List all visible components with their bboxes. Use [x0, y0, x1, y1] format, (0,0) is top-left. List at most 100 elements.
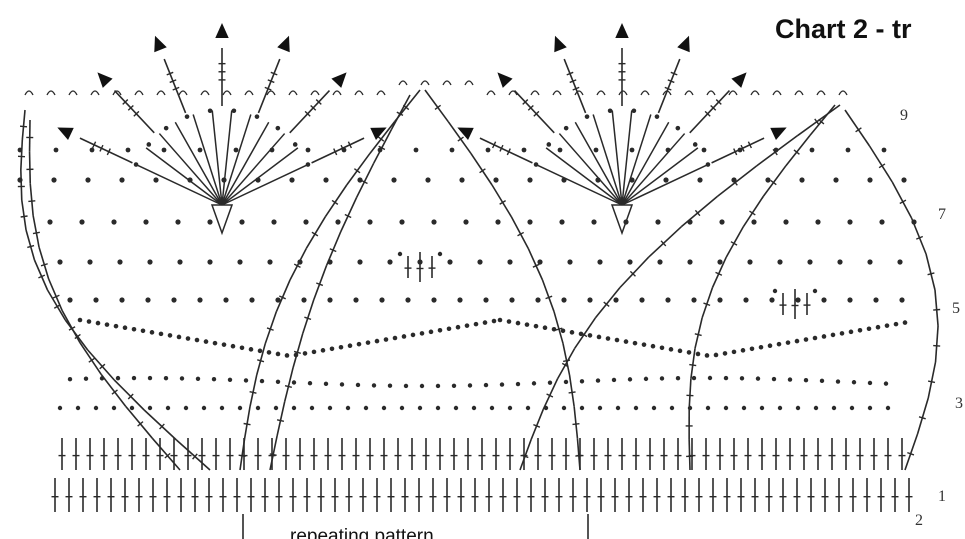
- picot-triangle: [554, 36, 566, 52]
- double-crochet-stitch: [928, 362, 935, 398]
- chain-dot: [868, 381, 872, 385]
- shell-fan-spoke: [136, 165, 222, 205]
- chain-dot: [833, 177, 838, 182]
- chain-dot: [670, 406, 674, 410]
- chain-dot: [867, 259, 872, 264]
- picot-triangle: [154, 36, 166, 52]
- chain-dot: [760, 406, 764, 410]
- chain-dot: [312, 350, 317, 355]
- chain-loop: [707, 91, 715, 95]
- double-crochet-stitch: [690, 91, 730, 133]
- chain-dot: [292, 380, 296, 384]
- double-crochet-stitch: [691, 348, 695, 378]
- chain-loop: [91, 91, 99, 95]
- shell-fan-spoke: [546, 148, 622, 205]
- double-crochet-stitch: [293, 334, 303, 368]
- chain-dot: [750, 347, 755, 352]
- chain-dot: [634, 406, 638, 410]
- double-crochet-stitch: [290, 248, 306, 280]
- chain-loop: [201, 91, 209, 95]
- double-crochet-stitch: [392, 95, 410, 129]
- stitch-crossbar: [257, 360, 264, 362]
- chain-dot: [353, 297, 358, 302]
- chain-dot: [903, 320, 908, 325]
- chain-dot: [148, 376, 152, 380]
- chain-dot: [260, 379, 264, 383]
- chain-dot: [768, 343, 773, 348]
- chain-dot: [516, 321, 521, 326]
- double-crochet-stitch: [543, 280, 555, 312]
- double-crochet-stitch: [681, 196, 717, 226]
- double-crochet-stitch: [164, 59, 185, 113]
- chain-dot: [244, 378, 248, 382]
- chart-title: Chart 2 - tr: [775, 14, 912, 45]
- chain-dot: [357, 259, 362, 264]
- chain-dot: [292, 406, 296, 410]
- double-crochet-stitch: [757, 135, 798, 165]
- chain-dot: [438, 252, 442, 256]
- chain-dot: [630, 148, 635, 153]
- double-crochet-stitch: [245, 407, 250, 439]
- chain-dot: [585, 114, 590, 119]
- chain-dot: [474, 322, 479, 327]
- double-crochet-stitch: [520, 440, 531, 470]
- chain-dot: [54, 148, 59, 153]
- chain-dot: [379, 297, 384, 302]
- picot-triangle: [97, 72, 112, 88]
- chain-dot: [382, 406, 386, 410]
- chain-dot: [198, 148, 203, 153]
- chain-dot: [222, 342, 227, 347]
- double-crochet-stitch: [30, 184, 33, 216]
- shell-fan-spoke: [146, 148, 222, 205]
- chain-dot: [324, 382, 328, 386]
- chain-dot: [899, 297, 904, 302]
- double-crochet-stitch: [658, 59, 679, 113]
- chain-dot: [84, 377, 88, 381]
- stitch-crossbar: [695, 334, 702, 336]
- chain-dot: [147, 142, 152, 147]
- double-crochet-stitch: [265, 312, 276, 344]
- chain-dot: [522, 148, 527, 153]
- chain-loop: [641, 91, 649, 95]
- double-crochet-stitch: [22, 110, 25, 140]
- chain-dot: [117, 259, 122, 264]
- chain-dot: [507, 259, 512, 264]
- chain-dot: [807, 259, 812, 264]
- picot-triangle: [331, 72, 346, 88]
- chain-dot: [116, 376, 120, 380]
- double-crochet-stitch: [80, 343, 101, 375]
- chain-dot: [436, 384, 440, 388]
- chain-dot: [207, 259, 212, 264]
- stitch-crossbar: [285, 386, 292, 388]
- chain-dot: [548, 380, 552, 384]
- chain-dot: [847, 219, 852, 224]
- chain-dot: [249, 347, 254, 352]
- chain-dot: [463, 219, 468, 224]
- chain-dot: [208, 108, 213, 113]
- chain-dot: [516, 382, 520, 386]
- stitch-crossbar: [277, 420, 284, 422]
- chain-dot: [159, 332, 164, 337]
- chain-dot: [508, 406, 512, 410]
- chain-dot: [885, 323, 890, 328]
- chain-dot: [484, 383, 488, 387]
- double-crochet-stitch: [471, 153, 492, 185]
- chain-loop: [531, 91, 539, 95]
- chain-dot: [327, 297, 332, 302]
- chain-dot: [388, 384, 392, 388]
- chain-dot: [598, 406, 602, 410]
- chain-loop: [245, 91, 253, 95]
- chain-dot: [564, 380, 568, 384]
- chain-loop: [817, 91, 825, 95]
- chain-dot: [393, 336, 398, 341]
- chain-dot: [276, 126, 281, 131]
- chain-loop: [399, 81, 407, 85]
- chain-dot: [447, 326, 452, 331]
- chain-loop: [267, 91, 275, 95]
- chain-dot: [884, 381, 888, 385]
- chain-dot: [186, 336, 191, 341]
- chain-dot: [237, 259, 242, 264]
- chain-dot: [702, 148, 707, 153]
- chain-loop: [157, 91, 165, 95]
- chain-dot: [114, 324, 119, 329]
